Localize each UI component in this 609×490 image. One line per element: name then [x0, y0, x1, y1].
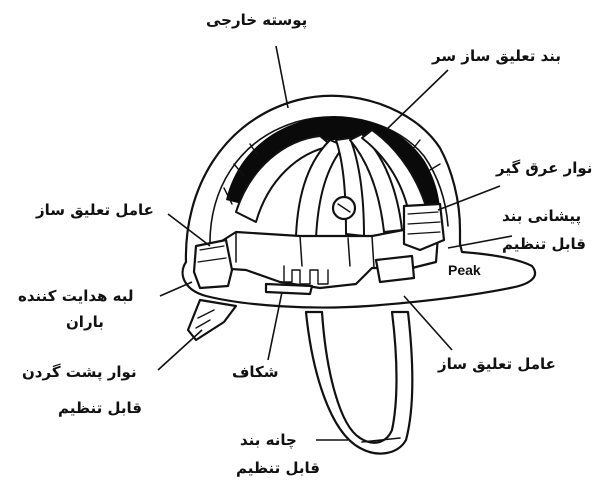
label-rain-rim-1: لبه هدایت کننده — [18, 288, 134, 305]
label-outer-shell: پوسته خارجی — [206, 12, 307, 29]
leader-crown-strap — [386, 70, 448, 130]
label-slot: شکاف — [232, 364, 279, 381]
label-forehead-band-2: قابل تنظیم — [502, 236, 586, 253]
nape-strap — [188, 300, 236, 340]
label-peak: Peak — [448, 262, 481, 278]
leader-rain-rim — [160, 282, 192, 296]
label-suspension-left: عامل تعلیق ساز — [36, 202, 154, 219]
label-sweatband: نوار عرق گیر — [496, 160, 592, 177]
label-crown-strap: بند تعلیق ساز سر — [432, 48, 561, 65]
leader-outer-shell — [276, 46, 288, 108]
slot — [266, 284, 312, 294]
label-nape-strap-1: نوار پشت گردن — [22, 364, 137, 381]
label-nape-strap-2: قابل تنظیم — [58, 400, 142, 417]
forehead-adjuster — [404, 204, 444, 250]
label-forehead-band-1: پیشانی بند — [502, 208, 581, 225]
label-rain-rim-2: باران — [66, 314, 104, 331]
label-chin-strap-2: قابل تنظیم — [236, 460, 320, 477]
suspension-clip-right — [376, 256, 414, 282]
suspension-block-left — [194, 240, 232, 288]
label-chin-strap-1: چانه بند — [240, 432, 297, 449]
chin-strap — [306, 312, 412, 454]
label-suspension-right: عامل تعلیق ساز — [438, 356, 556, 373]
leader-nape-strap — [158, 330, 202, 370]
